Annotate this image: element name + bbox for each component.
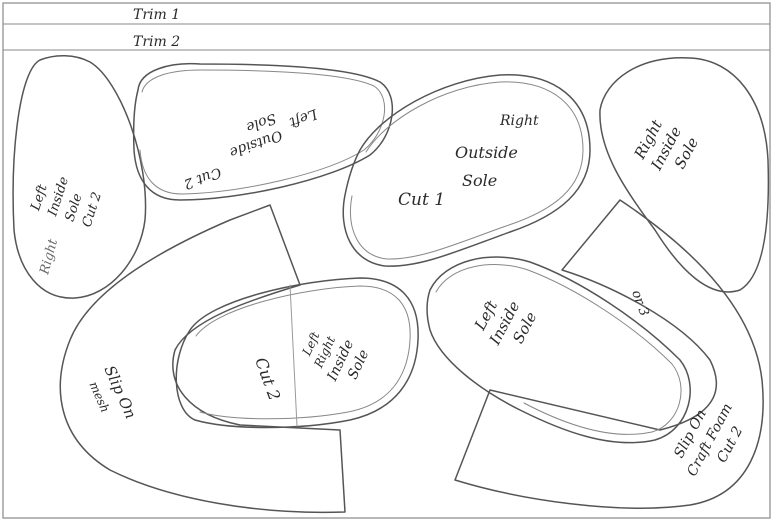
left-outside-sole-piece	[132, 62, 394, 201]
slipon-craft-foam-piece	[454, 199, 764, 509]
left-inside-sole-labels: Left Inside Sole	[470, 297, 540, 349]
left-inside-sole-vertical-piece	[12, 55, 147, 299]
right-outside-sole-piece	[342, 74, 591, 267]
right-outside-cut-label: Cut 1	[398, 190, 445, 210]
left-inside-sole-piece	[426, 256, 691, 444]
trim-2-label: Trim 2	[133, 34, 180, 50]
trim-header	[3, 23, 770, 51]
right-outside-sole-trim-line	[350, 81, 584, 260]
left-outside-sole-trim-line	[139, 69, 386, 195]
trim-1-label: Trim 1	[133, 7, 180, 23]
right-outside-sole-label: Sole	[462, 171, 497, 190]
center-inside-sole-piece	[175, 277, 419, 429]
right-outside-right-label: Right	[499, 113, 539, 129]
center-divider-line	[289, 284, 298, 427]
left-inside-sole-trim-line	[435, 264, 682, 435]
center-inside-sole-trim-line	[195, 285, 411, 420]
right-outside-outside-label: Outside	[455, 143, 518, 162]
center-inside-sole-labels: Left Right Inside Sole	[299, 330, 372, 385]
slipon-mesh-piece	[59, 204, 346, 514]
